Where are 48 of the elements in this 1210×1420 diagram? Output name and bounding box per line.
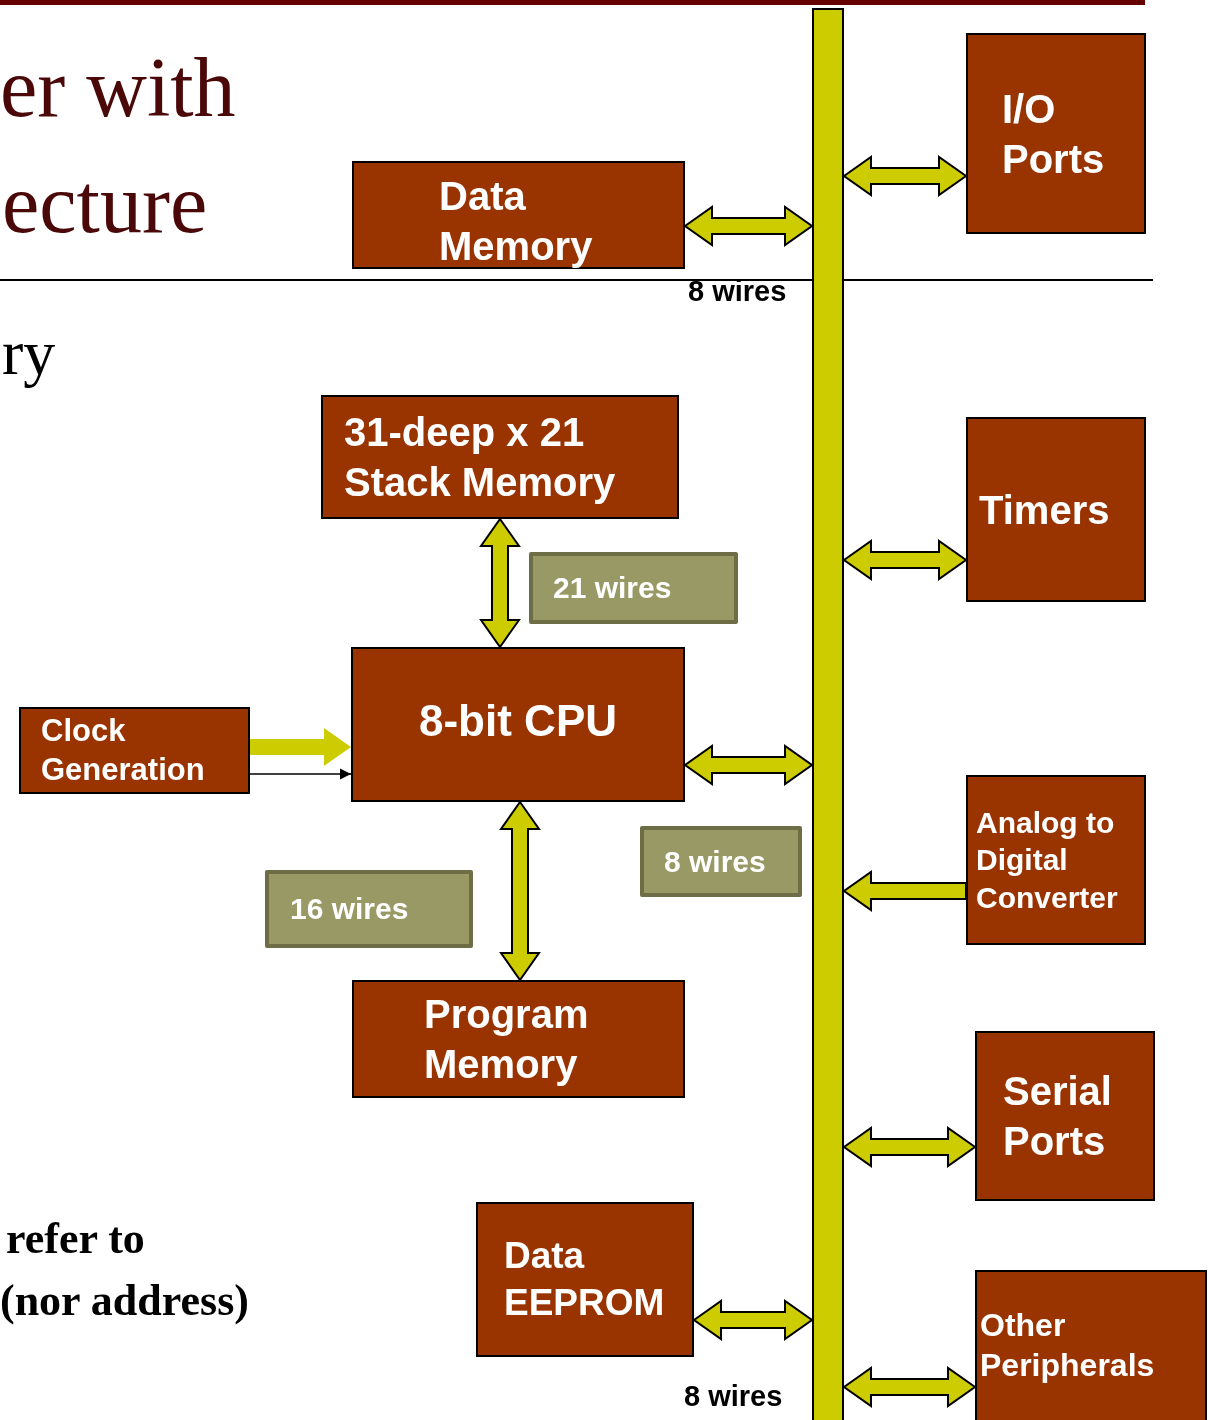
wire-count-label: 8 wires	[688, 276, 787, 308]
wire-count-box	[529, 552, 738, 624]
block-box	[19, 707, 250, 794]
double-arrow	[842, 155, 968, 197]
block-label: Data Memory	[439, 173, 594, 270]
block-label: Clock Generation	[41, 711, 206, 789]
block-box	[966, 775, 1146, 945]
arrow	[842, 870, 967, 912]
wire-count-label: 21 wires	[553, 570, 673, 607]
block-label: Timers	[979, 486, 1111, 534]
block-label: 31-deep x 21 Stack Memory	[344, 409, 617, 506]
wire-count-label: 16 wires	[290, 891, 410, 928]
block-box	[975, 1031, 1155, 1201]
block-box	[966, 417, 1146, 602]
double-arrow	[842, 539, 968, 581]
bus-bar	[812, 8, 844, 1420]
double-arrow	[479, 517, 521, 649]
block-box	[975, 1270, 1207, 1420]
bullet-text: ry	[2, 318, 56, 389]
double-arrow	[842, 1126, 977, 1168]
block-label: Other Peripherals	[980, 1306, 1156, 1385]
arrow	[249, 768, 352, 780]
double-arrow	[692, 1299, 814, 1341]
title-text: ecture	[2, 158, 208, 251]
block-label: Analog to Digital Converter	[976, 804, 1119, 916]
double-arrow	[842, 1366, 977, 1408]
block-box	[352, 161, 685, 269]
arrow	[250, 728, 351, 766]
double-arrow	[683, 205, 814, 247]
block-box	[476, 1202, 694, 1357]
block-box	[966, 33, 1146, 234]
block-label: Data EEPROM	[504, 1234, 666, 1325]
double-arrow	[683, 744, 814, 786]
block-box	[352, 980, 685, 1098]
title-text: er with	[0, 42, 236, 135]
wire-count-box	[265, 870, 473, 948]
bullet-text: (nor address)	[0, 1277, 249, 1326]
block-label: Serial Ports	[1003, 1068, 1113, 1165]
block-label: Program Memory	[424, 991, 590, 1088]
double-arrow	[499, 800, 541, 982]
wire-count-label: 8 wires	[684, 1381, 783, 1413]
wire-count-label: 8 wires	[664, 843, 767, 880]
block-label: I/O Ports	[1002, 85, 1106, 183]
wire-count-box	[640, 826, 802, 897]
bullet-text: refer to	[6, 1215, 145, 1264]
block-label: 8-bit CPU	[419, 695, 617, 747]
block-box	[351, 647, 685, 802]
block-box	[321, 395, 679, 519]
